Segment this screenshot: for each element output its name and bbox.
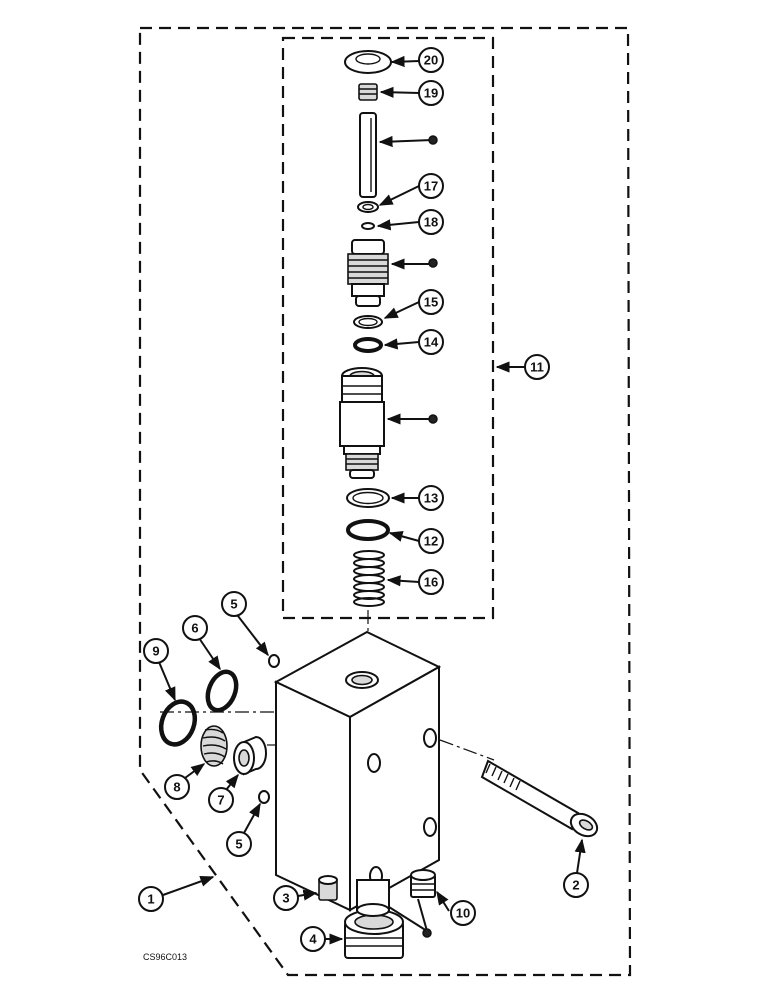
part-rod xyxy=(359,112,377,198)
svg-text:5: 5 xyxy=(230,597,237,612)
callout-16: 16 xyxy=(418,569,444,595)
ref-dot-poppet xyxy=(428,258,438,268)
callout-19: 19 xyxy=(418,80,444,106)
callout-20: 20 xyxy=(418,47,444,73)
valve-block xyxy=(273,630,442,912)
svg-text:4: 4 xyxy=(309,932,317,947)
part-17-washer xyxy=(357,201,379,213)
callout-8: 8 xyxy=(164,774,190,800)
part-8-fitting xyxy=(200,725,228,767)
callout-5-lower: 5 xyxy=(226,831,252,857)
svg-text:14: 14 xyxy=(424,335,439,350)
svg-text:9: 9 xyxy=(152,644,159,659)
part-poppet xyxy=(347,239,389,307)
part-19-nut xyxy=(358,83,378,101)
callout-11: 11 xyxy=(524,354,550,380)
part-2-bolt xyxy=(480,759,599,838)
svg-text:3: 3 xyxy=(282,891,289,906)
ref-dot-bottom xyxy=(422,928,432,938)
callout-4: 4 xyxy=(300,926,326,952)
part-3-plug xyxy=(318,875,338,901)
svg-text:15: 15 xyxy=(424,295,438,310)
svg-text:10: 10 xyxy=(456,906,470,921)
part-18-ring xyxy=(361,222,375,230)
ref-dot-rod xyxy=(428,135,438,145)
part-10-plug xyxy=(410,869,436,898)
part-16-spring xyxy=(353,550,385,607)
part-5-ring-upper xyxy=(268,654,280,668)
svg-text:5: 5 xyxy=(235,837,242,852)
svg-text:16: 16 xyxy=(424,575,438,590)
part-15-ring xyxy=(353,315,383,329)
svg-text:7: 7 xyxy=(217,793,224,808)
part-4-plug xyxy=(344,909,404,959)
part-20-cap xyxy=(344,50,392,74)
svg-text:1: 1 xyxy=(147,892,154,907)
part-5-ring-lower xyxy=(258,790,270,804)
part-14-oring xyxy=(353,337,383,353)
cartridge-kit-boundary xyxy=(281,36,495,620)
callout-3: 3 xyxy=(273,885,299,911)
svg-text:19: 19 xyxy=(424,86,438,101)
svg-text:2: 2 xyxy=(572,878,579,893)
svg-text:13: 13 xyxy=(424,491,438,506)
callout-10: 10 xyxy=(450,900,476,926)
callout-9: 9 xyxy=(143,638,169,664)
svg-text:18: 18 xyxy=(424,215,438,230)
callout-7: 7 xyxy=(208,787,234,813)
part-6-oring xyxy=(205,669,239,713)
svg-text:17: 17 xyxy=(424,179,438,194)
svg-text:12: 12 xyxy=(424,534,438,549)
svg-text:11: 11 xyxy=(530,360,544,375)
svg-text:20: 20 xyxy=(424,53,438,68)
callout-17: 17 xyxy=(418,173,444,199)
callout-6: 6 xyxy=(182,615,208,641)
svg-text:6: 6 xyxy=(191,621,198,636)
part-7-bushing xyxy=(233,735,267,776)
part-9-oring xyxy=(158,699,198,747)
leader-lines xyxy=(158,55,586,945)
svg-text:8: 8 xyxy=(173,780,180,795)
assembly-boundary xyxy=(138,26,632,977)
part-13-washer xyxy=(346,488,390,508)
callout-14: 14 xyxy=(418,329,444,355)
callout-13: 13 xyxy=(418,485,444,511)
callout-5-upper: 5 xyxy=(221,591,247,617)
bolt-centerline xyxy=(439,739,495,761)
callout-18: 18 xyxy=(418,209,444,235)
bottom-port xyxy=(356,879,390,917)
ref-dot-body xyxy=(428,414,438,424)
part-12-oring xyxy=(346,519,390,541)
callout-15: 15 xyxy=(418,289,444,315)
callout-2: 2 xyxy=(563,872,589,898)
part-cartridge-body xyxy=(339,367,385,479)
figure-code: CS96C013 xyxy=(143,952,187,962)
callout-12: 12 xyxy=(418,528,444,554)
callout-1: 1 xyxy=(138,886,164,912)
